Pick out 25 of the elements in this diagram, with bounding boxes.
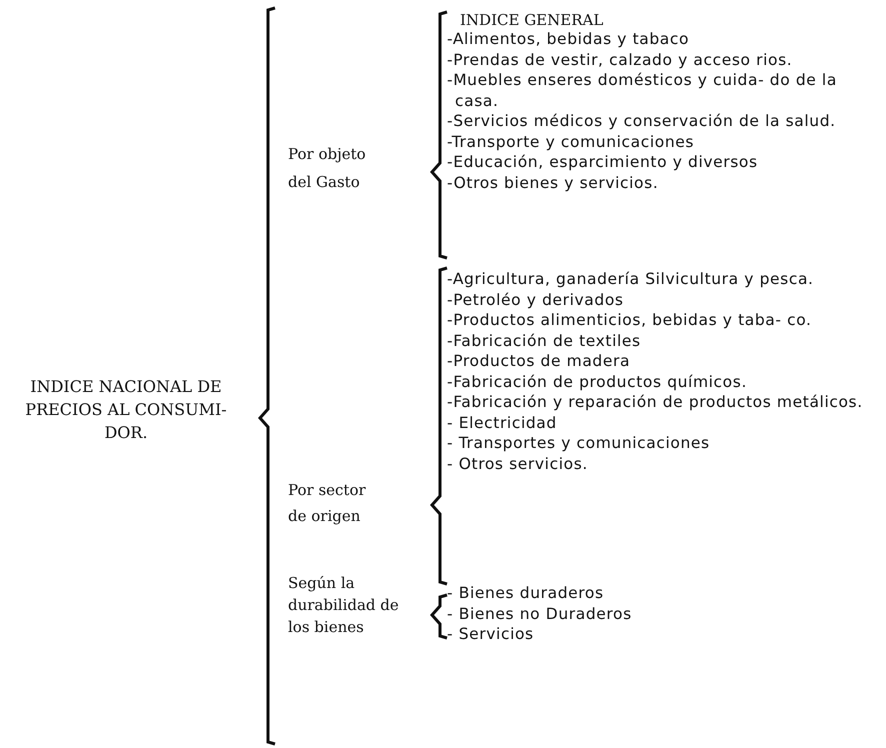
list-item: -Transporte y comunicaciones — [447, 132, 696, 152]
list-item: -Petroléo y derivados — [447, 290, 625, 310]
list-item: -Educación, esparcimiento y diversos — [447, 152, 759, 172]
group-label: Por sector de origen — [288, 480, 367, 527]
group-label: Por objeto del Gasto — [288, 144, 367, 193]
list-item: - Transportes y comunicaciones — [447, 433, 711, 454]
list-item: -Fabricación y reparación de productos metálicos. — [447, 392, 864, 412]
list-item: - Bienes duraderos — [447, 583, 605, 604]
list-item: -Muebles enseres domésticos y cuida- do de la casa. — [447, 70, 838, 111]
heading: INDICE GENERAL — [460, 10, 604, 30]
list-item: -Productos de madera — [447, 351, 632, 372]
list-item: - Bienes no Duraderos — [447, 604, 633, 624]
list-item: - Otros servicios. — [447, 454, 589, 474]
list-item: - Servicios — [447, 624, 535, 644]
list-item: -Fabricación de productos químicos. — [447, 372, 748, 392]
list-item: -Agricultura, ganadería Silvicultura y pesca. — [447, 269, 815, 290]
group-label: Según la durabilidad de los bienes — [288, 573, 400, 638]
main-title: INDICE NACIONAL DE PRECIOS AL CONSUMI- DOR. — [24, 376, 228, 444]
list-item: -Fabricación de textiles — [447, 330, 642, 351]
list-item: -Alimentos, bebidas y tabaco — [447, 29, 690, 50]
list-item: -Otros bienes y servicios. — [447, 172, 660, 193]
list-item: - Electricidad — [447, 412, 558, 433]
list-item: -Prendas de vestir, calzado y acceso rios. — [447, 50, 794, 70]
list-item: -Servicios médicos y conservación de la salud. — [447, 111, 837, 132]
list-item: -Productos alimenticios, bebidas y taba- co. — [447, 310, 813, 330]
